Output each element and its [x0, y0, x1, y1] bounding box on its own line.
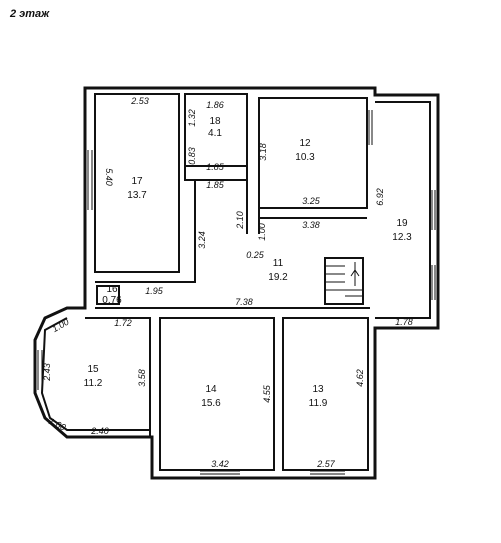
walls	[33, 86, 440, 480]
dim-r18-bottom: 1.85	[206, 162, 225, 172]
dim-r13-bottom: 2.57	[316, 459, 336, 469]
room-16-number: 16	[106, 284, 118, 295]
room-18-number: 18	[209, 116, 221, 127]
dim-r14-side: 4.55	[262, 384, 272, 403]
dim-r18-side: 1.32	[187, 109, 197, 127]
room-15-area: 11.2	[84, 378, 103, 389]
windows	[37, 110, 436, 475]
room-16-area: 0.76	[102, 295, 122, 306]
dim-r16-width: 1.72	[114, 318, 132, 328]
dim-r11-bottom: 7.38	[235, 297, 253, 307]
room-17-number: 17	[131, 176, 143, 187]
room-11-number: 11	[273, 258, 284, 269]
dim-r17-top: 2.53	[130, 96, 149, 106]
dim-r14-bottom: 3.42	[211, 459, 229, 469]
dim-r12-bottom: 3.25	[302, 196, 321, 206]
dim-r11-side: 1.00	[257, 223, 267, 241]
floor-label: 2 этаж	[10, 8, 50, 20]
dim-r17-bottom: 1.95	[145, 286, 164, 296]
room-18-area: 4.1	[208, 128, 222, 139]
dim-r15-side: 3.58	[137, 369, 147, 387]
room-12-area: 10.3	[295, 152, 315, 163]
room-15-number: 15	[87, 364, 99, 375]
room-17-area: 13.7	[127, 190, 147, 201]
dim-corr-top: 1.85	[206, 180, 225, 190]
dim-r18-top: 1.86	[206, 100, 224, 110]
room-12-number: 12	[299, 138, 311, 149]
room-14-number: 14	[205, 384, 217, 395]
dim-corr-v: 2.10	[235, 211, 245, 230]
dim-r11-small: 0.25	[246, 250, 265, 260]
dim-r19-side: 6.92	[375, 188, 385, 206]
dim-r15-diag-top: 1.00	[50, 317, 70, 334]
dim-r18-small: 0.83	[187, 147, 197, 165]
dim-r12-lower: 3.38	[302, 220, 320, 230]
stair-treads	[325, 262, 363, 297]
room-19-area: 12.3	[392, 232, 412, 243]
dim-r15-bottom: 2.40	[90, 426, 109, 436]
room-14-area: 15.6	[201, 398, 221, 409]
room-13-area: 11.9	[309, 398, 328, 409]
room-19-number: 19	[396, 218, 408, 229]
dim-r19-bottom: 1.78	[395, 317, 413, 327]
dim-r13-side: 4.62	[355, 369, 365, 387]
dim-r15-left: 2.43	[42, 363, 52, 382]
room-13-number: 13	[312, 384, 324, 395]
dim-r12-side: 3.18	[258, 143, 268, 161]
dim-corr-side: 3.24	[197, 231, 207, 249]
dim-r17-side: 5.40	[104, 168, 114, 186]
room-11-area: 19.2	[268, 272, 288, 283]
